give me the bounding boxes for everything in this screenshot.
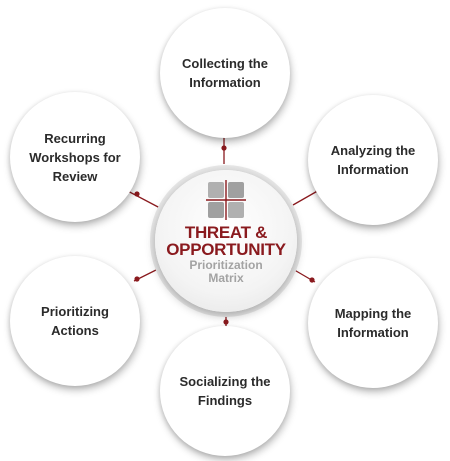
center-hub: THREAT & OPPORTUNITY Prioritization Matr… (155, 170, 297, 312)
node-label: Collecting the Information (182, 56, 268, 90)
connector-dot-socializing (223, 319, 229, 325)
node-label: Mapping the Information (334, 306, 412, 340)
node-label: Prioritizing Actions (41, 304, 109, 338)
center-title: THREAT & OPPORTUNITY (166, 223, 286, 259)
node-recurring-workshops: Recurring Workshops for Review (10, 92, 140, 222)
matrix-quadrant-icon (206, 180, 246, 220)
node-label: Recurring Workshops for Review (29, 130, 121, 184)
node-collecting-information: Collecting the Information (160, 8, 290, 138)
node-socializing-findings: Socializing the Findings (160, 326, 290, 456)
connector-recurring (123, 188, 161, 209)
connector-dot-mapping (309, 277, 315, 283)
connector-dot-prioritizing (134, 276, 140, 282)
node-analyzing-information: Analyzing the Information (308, 95, 438, 225)
center-subtitle: Prioritization Matrix (189, 258, 263, 285)
node-label: Analyzing the Information (330, 143, 416, 177)
connector-dot-recurring (134, 191, 140, 197)
connector-dot-collecting (221, 145, 227, 151)
node-mapping-information: Mapping the Information (308, 258, 438, 388)
node-prioritizing-actions: Prioritizing Actions (10, 256, 140, 386)
node-label: Socializing the Findings (179, 374, 271, 408)
